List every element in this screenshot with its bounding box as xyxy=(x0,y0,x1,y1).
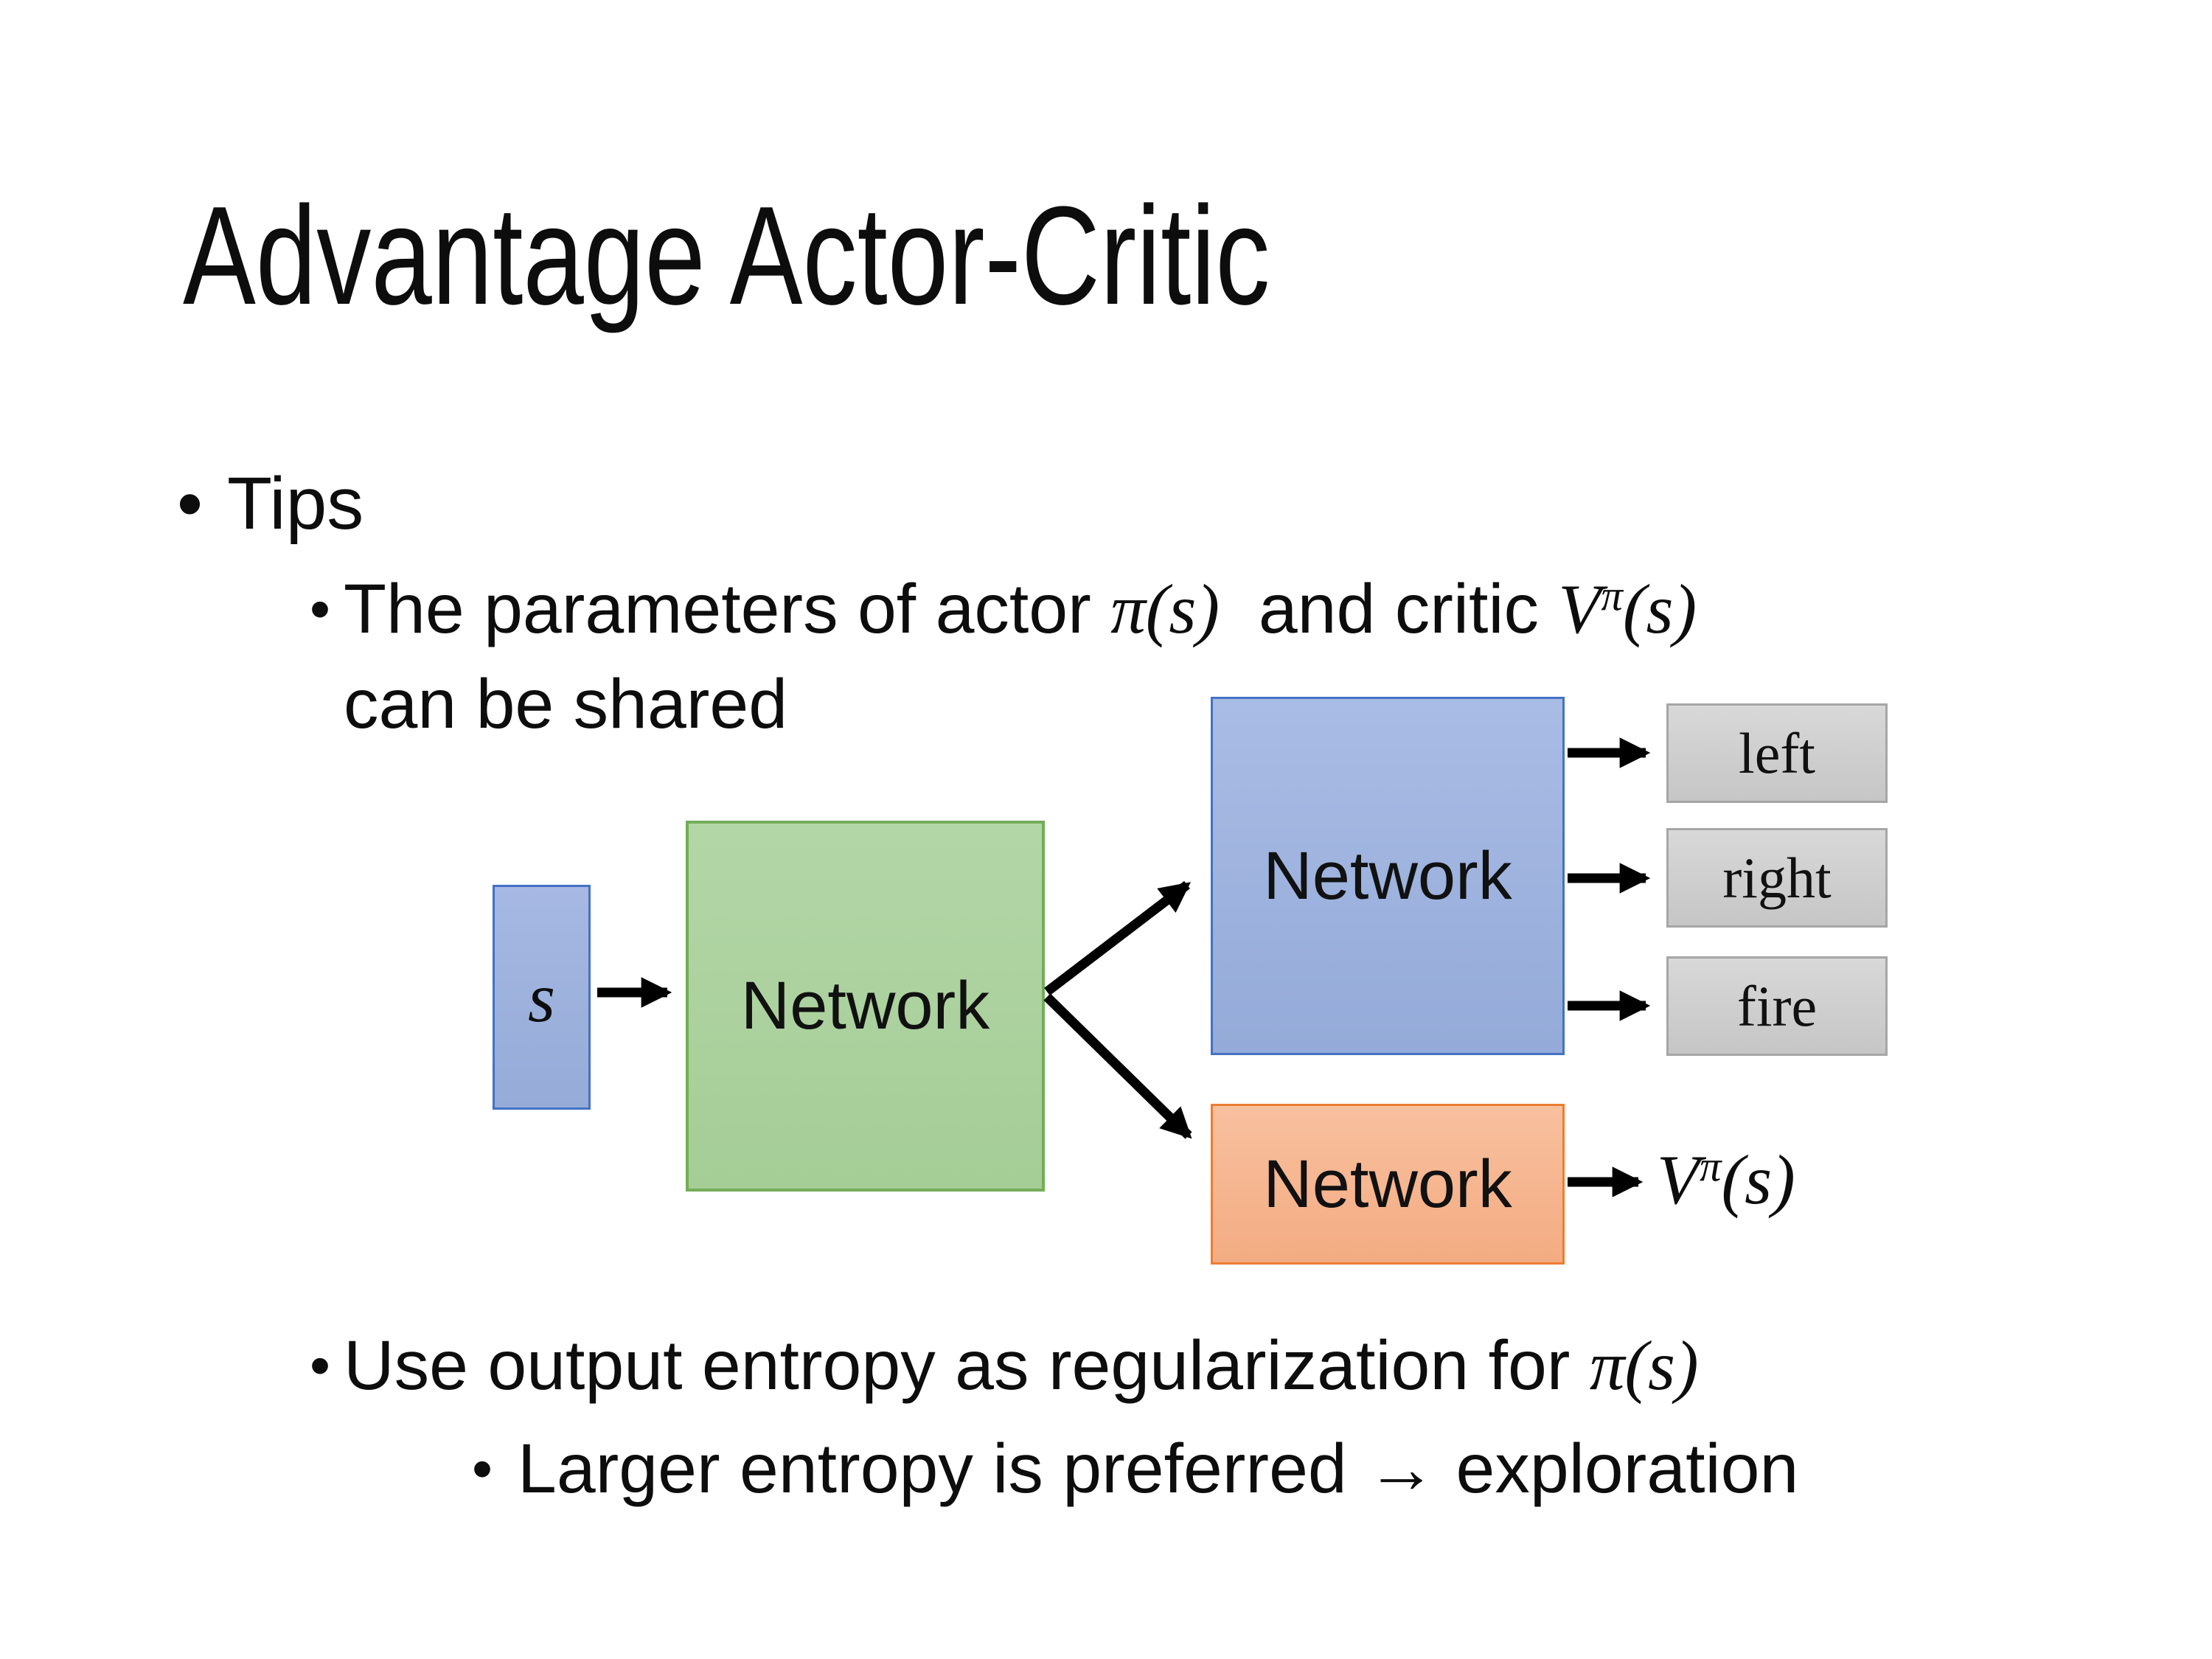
bullet-dot: • xyxy=(310,576,331,641)
action-right-label: right xyxy=(1722,845,1832,910)
bullet-parameters-shared-text: The parameters of actor π(s) and critic … xyxy=(344,570,1697,744)
action-box-fire: fire xyxy=(1666,956,1888,1056)
bullet-exploration-text: Larger entropy is preferred → exploratio… xyxy=(518,1430,1799,1508)
bullet-entropy-regularization-text: Use output entropy as regularization for… xyxy=(344,1326,1699,1405)
action-fire-label: fire xyxy=(1736,973,1818,1038)
bullet-dot: • xyxy=(177,462,204,545)
critic-network-box: Network xyxy=(1211,1104,1565,1265)
value-function-output: Vπ(s) xyxy=(1657,1141,1795,1219)
bullet-dot: • xyxy=(310,1332,331,1398)
actor-network-label: Network xyxy=(1263,838,1512,914)
critic-network-label: Network xyxy=(1263,1146,1512,1222)
actor-network-box: Network xyxy=(1211,697,1565,1055)
state-input-box: s xyxy=(493,885,591,1110)
bullet-exploration: • Larger entropy is preferred → explorat… xyxy=(472,1422,2168,1517)
arrow-shared-to-actor xyxy=(1044,880,1191,996)
action-box-right: right xyxy=(1666,828,1888,928)
action-left-label: left xyxy=(1739,720,1815,785)
bullet-parameters-shared: • The parameters of actor π(s) and criti… xyxy=(310,562,2138,752)
shared-network-box: Network xyxy=(686,821,1045,1192)
bullet-entropy-regularization: • Use output entropy as regularization f… xyxy=(310,1318,2138,1413)
slide-title: Advantage Actor-Critic xyxy=(183,178,1270,334)
bullet-tips-text: Tips xyxy=(227,462,364,545)
action-box-left: left xyxy=(1666,703,1888,803)
bullet-dot: • xyxy=(472,1436,493,1501)
state-label: s xyxy=(528,958,555,1037)
shared-network-label: Network xyxy=(740,968,990,1043)
arrow-shared-to-critic xyxy=(1043,993,1192,1139)
bullet-tips: • Tips xyxy=(177,456,364,552)
